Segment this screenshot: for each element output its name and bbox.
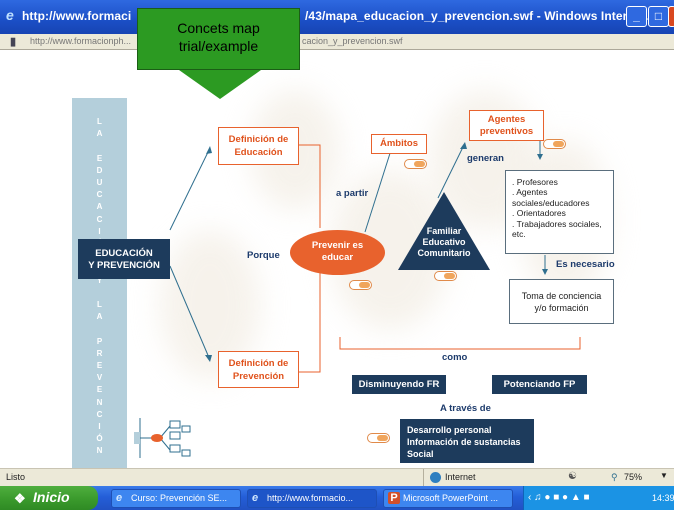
window-title-right: /43/mapa_educacion_y_prevencion.swf - Wi…	[305, 9, 652, 23]
status-text: Listo	[6, 472, 26, 482]
center-node-line1: EDUCACIÓN	[95, 248, 153, 259]
agent-list-item: sociales/educadores	[512, 197, 590, 208]
powerpoint-icon: P	[388, 492, 400, 504]
definicion-prevencion-line2: Prevención	[232, 371, 285, 382]
tray-icons[interactable]: ‹ ♫ ● ■ ● ▲ ■	[528, 492, 590, 503]
start-button[interactable]: ❖ Inicio	[0, 486, 98, 510]
status-bar: Listo Internet ☯ ⚲ 75% ▼	[0, 468, 674, 487]
triangle-line1: Familiar	[426, 226, 462, 236]
zone-text: Internet	[445, 472, 476, 482]
toggle-icon[interactable]	[434, 271, 457, 281]
center-node-line2: Y PREVENCIÓN	[88, 260, 160, 271]
toma-conciencia-box[interactable]: Toma de conciencia y/o formación	[509, 279, 614, 324]
side-title-bar: L A E D U C A C I Ó N Y L A P R E V E N …	[72, 98, 127, 468]
internet-explorer-icon: e	[116, 492, 123, 504]
map-connectors	[169, 141, 581, 373]
bottom-box-item: Social	[407, 449, 434, 459]
es-necesario-label: Es necesario	[556, 259, 615, 270]
zoom-level[interactable]: 75%	[624, 472, 643, 482]
address-url-left: http://www.formacionph...	[30, 36, 132, 46]
familiar-triangle[interactable]	[396, 190, 492, 272]
agent-list-item: . Orientadores	[512, 208, 566, 219]
bottom-box-item: Información de sustancias	[407, 437, 521, 447]
prevenir-line1: Prevenir es	[311, 240, 364, 251]
ambitos-node[interactable]: Ámbitos	[371, 134, 427, 154]
close-button[interactable]	[668, 6, 674, 27]
a-partir-label: a partir	[336, 188, 369, 199]
bottom-box-item: Desarrollo personal	[407, 425, 492, 435]
agentes-line1: Agentes	[487, 114, 526, 125]
toma-line2: y/o formación	[534, 303, 589, 313]
toggle-icon[interactable]	[349, 280, 372, 290]
task-button-course[interactable]: e Curso: Prevención SE...	[111, 489, 241, 508]
center-node[interactable]: EDUCACIÓN Y PREVENCIÓN	[78, 239, 170, 279]
como-label: como	[442, 352, 468, 363]
disminuyendo-box[interactable]: Disminuyendo FR	[352, 375, 446, 394]
internet-explorer-icon: e	[6, 7, 14, 23]
agent-list-item: . Trabajadores sociales,	[512, 218, 602, 229]
callout-box: Concets map trial/example	[137, 8, 300, 70]
address-bar[interactable]: ▮ http://www.formacionph... cacion_y_pre…	[0, 34, 674, 50]
mini-map-icon[interactable]	[130, 412, 192, 464]
potenciando-box[interactable]: Potenciando FP	[492, 375, 587, 394]
agent-list-item: etc.	[512, 229, 526, 240]
globe-icon	[430, 472, 441, 483]
agent-list-box[interactable]: . Profesores . Agentes sociales/educador…	[505, 170, 614, 254]
generan-label: generan	[467, 153, 504, 164]
task-label: Curso: Prevención SE...	[131, 493, 228, 503]
a-traves-label: A través de	[440, 403, 491, 414]
zoom-dropdown-icon[interactable]: ▼	[660, 471, 668, 480]
porque-label: Porque	[247, 250, 280, 261]
callout-arrow-icon	[179, 70, 261, 99]
task-label: http://www.formacio...	[267, 493, 354, 503]
triangle-line2: Educativo	[422, 237, 466, 247]
flash-content[interactable]: L A E D U C A C I Ó N Y L A P R E V E N …	[0, 50, 674, 468]
windows-logo-icon: ❖	[14, 491, 26, 506]
definicion-prevencion-node[interactable]: Definición de Prevención	[218, 351, 299, 388]
definicion-educacion-line1: Definición de	[228, 134, 289, 145]
prevenir-node[interactable]: Prevenir es educar	[290, 230, 385, 275]
toggle-icon[interactable]	[543, 139, 566, 149]
page-icon: ▮	[10, 36, 17, 48]
agentes-node[interactable]: Agentes preventivos	[469, 110, 544, 141]
toma-line1: Toma de conciencia	[521, 291, 602, 301]
window-title-left: http://www.formaci	[22, 9, 132, 23]
triangle-line3: Comunitario	[417, 248, 471, 258]
definicion-educacion-line2: Educación	[234, 147, 283, 158]
zoom-icon: ⚲	[611, 472, 618, 482]
agent-list-item: . Agentes	[512, 187, 548, 198]
prevenir-line2: educar	[321, 252, 354, 263]
agentes-line2: preventivos	[479, 126, 534, 137]
status-divider	[423, 469, 424, 487]
definicion-educacion-node[interactable]: Definición de Educación	[218, 127, 299, 165]
toggle-icon[interactable]	[367, 433, 390, 443]
callout-line2: trial/example	[178, 38, 259, 54]
task-label: Microsoft PowerPoint ...	[403, 493, 499, 503]
start-label: Inicio	[33, 489, 70, 505]
agent-list-item: . Profesores	[512, 177, 558, 187]
address-url-right: cacion_y_prevencion.swf	[302, 36, 403, 46]
clock: 14:39	[652, 493, 674, 503]
task-button-powerpoint[interactable]: P Microsoft PowerPoint ...	[383, 489, 513, 508]
definicion-prevencion-line1: Definición de	[228, 358, 289, 369]
bottom-box[interactable]: Desarrollo personal Información de susta…	[400, 419, 534, 463]
maximize-button[interactable]: □	[648, 6, 669, 27]
minimize-button[interactable]: _	[626, 6, 647, 27]
toggle-icon[interactable]	[404, 159, 427, 169]
window-title-bar[interactable]: e http://www.formaci /43/mapa_educacion_…	[0, 0, 674, 34]
internet-explorer-icon: e	[252, 492, 259, 504]
familiar-triangle-text: Familiar Educativo Comunitario	[396, 226, 492, 259]
security-icon[interactable]: ☯	[568, 471, 577, 482]
system-tray: ‹ ♫ ● ■ ● ▲ ■ 14:39	[523, 486, 674, 510]
callout-line1: Concets map	[177, 20, 260, 36]
task-button-browser[interactable]: e http://www.formacio...	[247, 489, 377, 508]
